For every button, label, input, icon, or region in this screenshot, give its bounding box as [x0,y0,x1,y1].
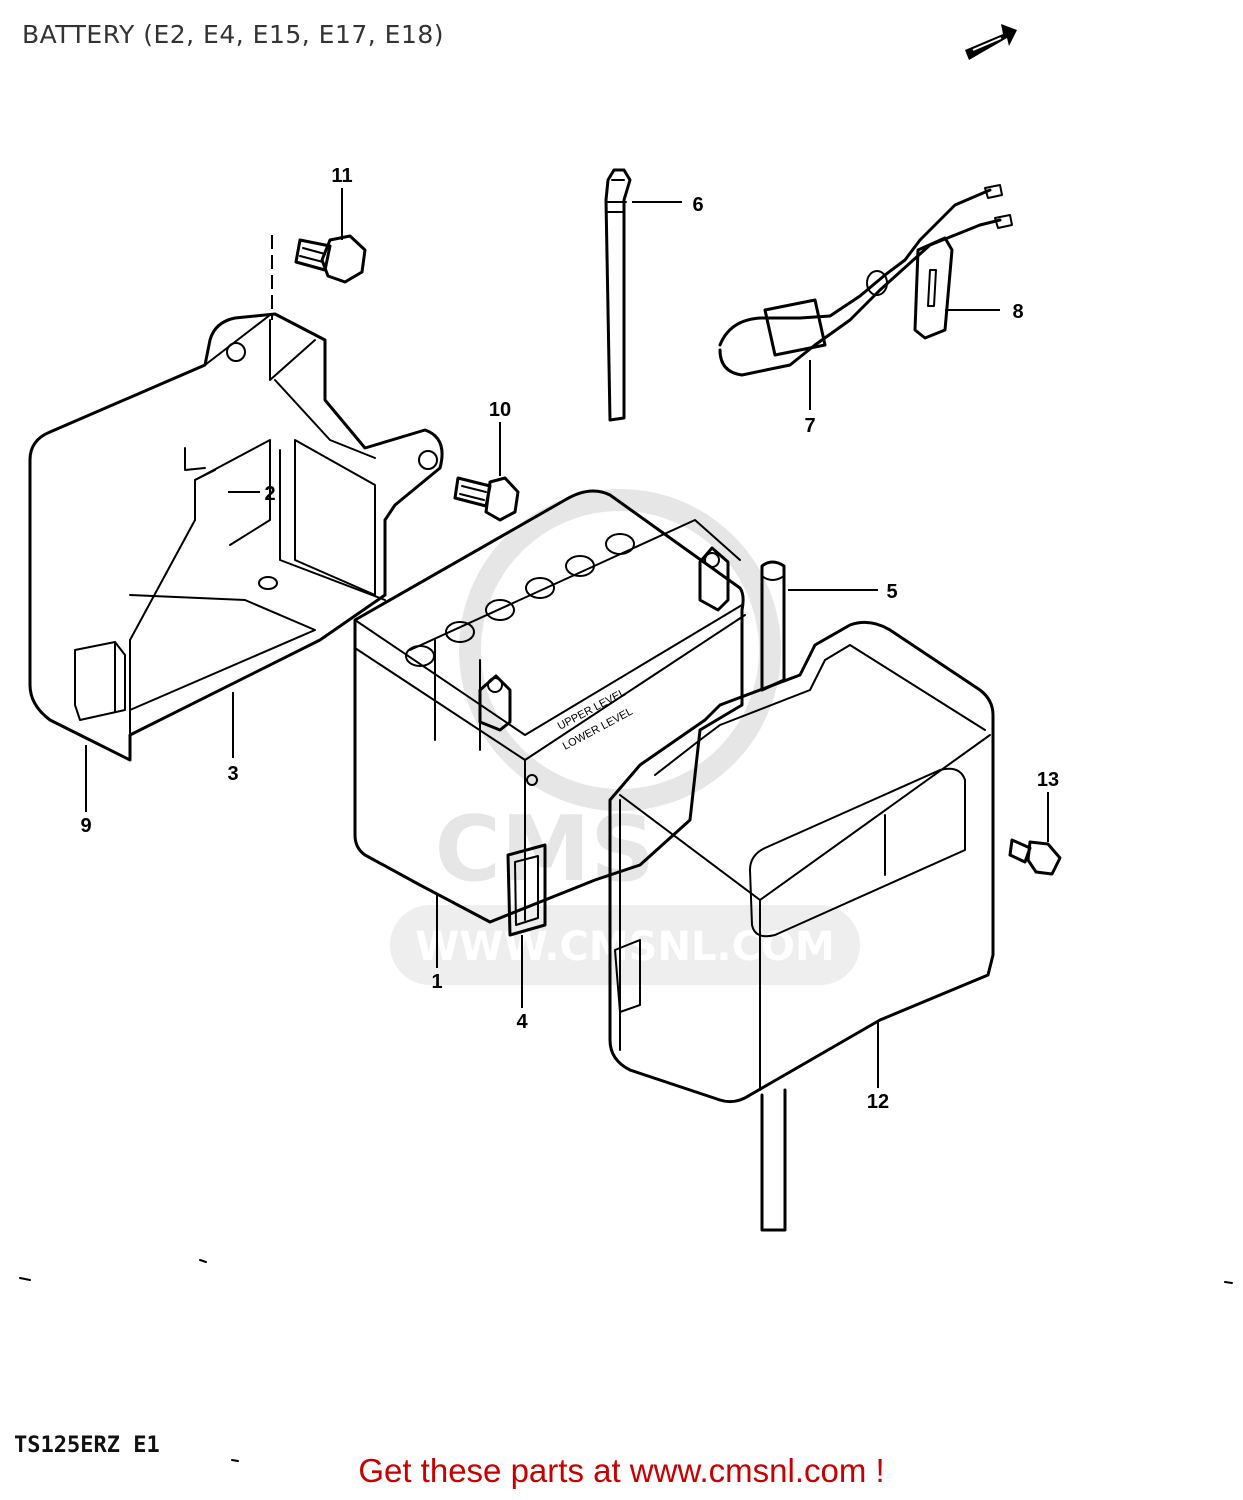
callout-11: 11 [331,165,352,187]
battery-cover [608,620,995,1104]
callout-5: 5 [886,581,897,603]
callout-6: 6 [692,194,703,216]
battery-terminal-negative [478,674,512,732]
leader-lines [85,188,1049,1088]
scan-marks [19,1259,1233,1462]
callout-9: 9 [80,815,91,837]
callout-12: 12 [867,1091,889,1113]
breather-tube [760,560,787,1232]
fuse-holder [718,184,1013,377]
callout-1: 1 [431,971,442,993]
battery-band [604,168,632,422]
bolt-10 [453,476,520,522]
callout-8: 8 [1012,301,1023,323]
bolt-13 [1008,838,1062,876]
bolt-11 [294,234,367,284]
callout-7: 7 [804,415,815,437]
battery-terminal-positive [698,546,730,612]
watermark: CMS WWW.CMSNL.COM [390,489,860,985]
callout-4: 4 [516,1011,528,1033]
callout-2: 2 [264,483,275,505]
battery-holder [28,235,444,762]
page-title: BATTERY (E2, E4, E15, E17, E18) [22,20,445,49]
callouts: 1 2 3 4 5 6 7 8 9 10 11 12 13 [80,165,1059,1113]
callout-10: 10 [489,399,511,421]
battery-cell-caps [405,533,635,667]
footer-link[interactable]: Get these parts at www.cmsnl.com ! [358,1452,885,1489]
callout-13: 13 [1037,769,1059,791]
callout-3: 3 [227,763,238,785]
model-code: TS125ERZ E1 [14,1433,160,1458]
forward-arrow-icon [965,24,1017,60]
